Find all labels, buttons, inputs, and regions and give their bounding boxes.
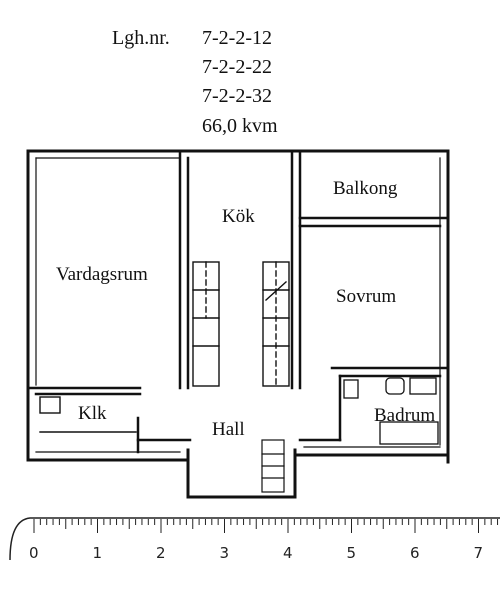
entrance-grille [261, 439, 285, 493]
ruler-label: 3 [219, 544, 230, 562]
room-label-bedroom: Sovrum [336, 286, 397, 307]
ruler-label: 0 [29, 544, 39, 562]
ruler-label: 5 [346, 544, 357, 562]
kitchen-fittings [192, 261, 290, 387]
apartment-area: 66,0 kvm [202, 115, 278, 137]
apartment-label: Lgh.nr. [112, 27, 170, 49]
outer-walls [26, 149, 450, 499]
ruler-label: 6 [410, 544, 420, 562]
room-label-kitchen: Kök [222, 206, 255, 227]
ruler-label: 4 [283, 544, 293, 562]
ruler-label: 1 [92, 544, 103, 562]
bathroom-fixtures [343, 377, 439, 445]
wall-inner-lines [35, 157, 441, 453]
room-label-living-room: Vardagsrum [56, 264, 148, 285]
room-label-closet: Klk [78, 403, 107, 424]
scale-ruler [9, 517, 500, 561]
apartment-number-2: 7-2-2-22 [202, 56, 272, 78]
room-label-balcony: Balkong [333, 178, 398, 199]
closet-fittings [39, 396, 137, 433]
ruler-ticks [33, 519, 499, 533]
room-label-hall: Hall [212, 419, 245, 440]
ruler-label: 7 [473, 544, 484, 562]
apartment-number-1: 7-2-2-12 [202, 27, 272, 49]
ruler-label: 2 [156, 544, 166, 562]
interior-walls [26, 149, 450, 454]
apartment-number-3: 7-2-2-32 [202, 85, 272, 107]
room-label-bathroom: Badrum [374, 405, 436, 426]
